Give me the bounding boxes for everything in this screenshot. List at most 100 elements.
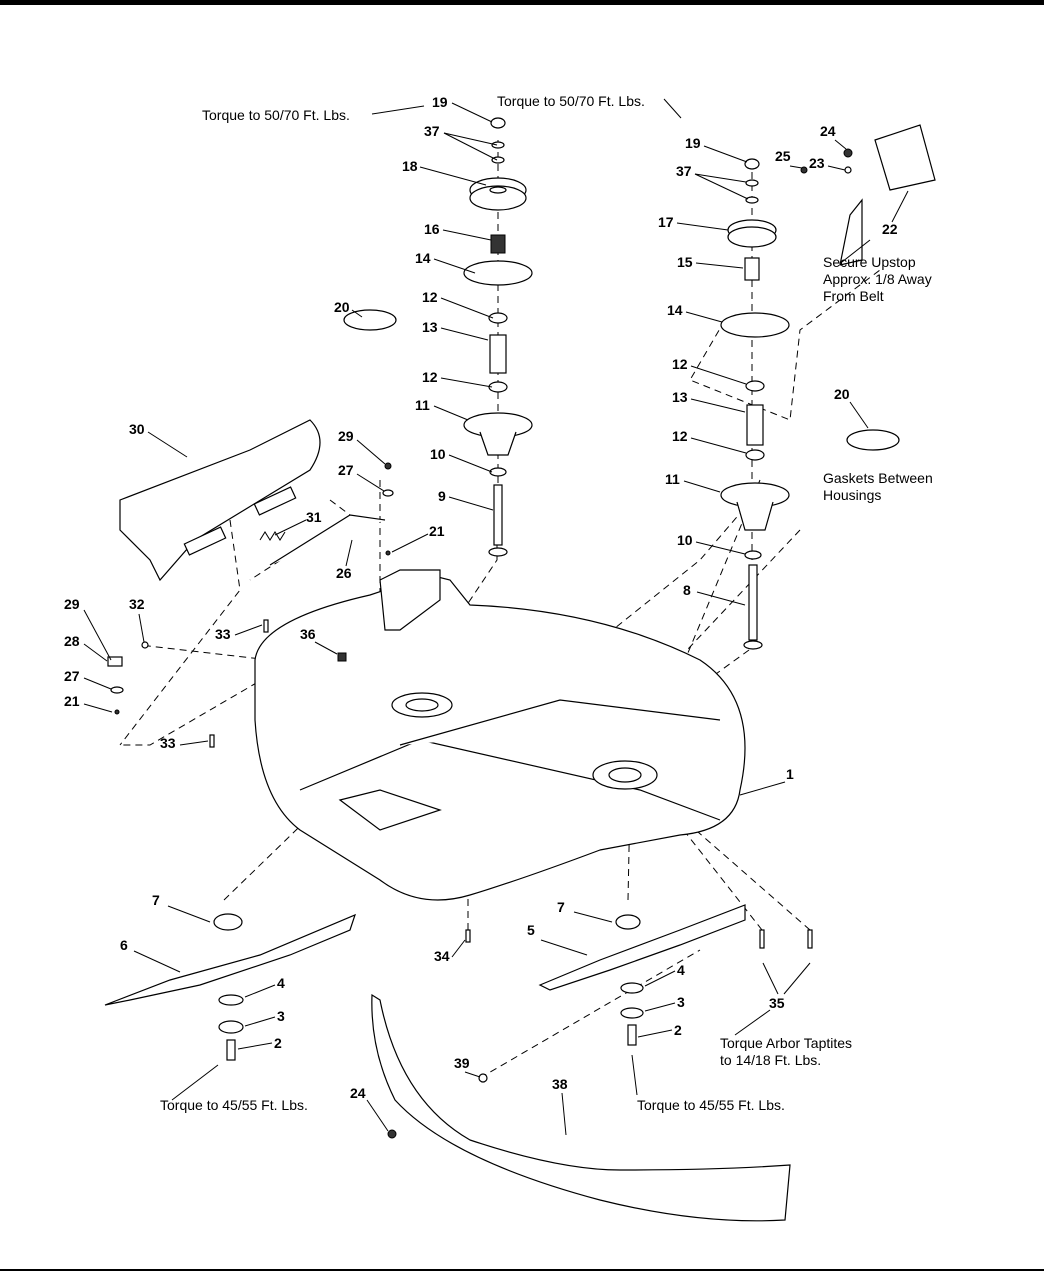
part-callout-12: 12	[672, 428, 688, 444]
footer-rule	[0, 1269, 1044, 1271]
part-callout-23: 23	[809, 155, 825, 171]
leader-line	[147, 431, 188, 458]
part-callout-33: 33	[160, 735, 176, 751]
leader-line	[356, 473, 385, 492]
leader-line	[631, 1054, 638, 1096]
leader-line	[391, 533, 429, 553]
part-callout-21: 21	[64, 693, 80, 709]
part-callout-1: 1	[786, 766, 794, 782]
leader-line	[314, 641, 338, 655]
leader-line	[83, 703, 113, 713]
part-callout-5: 5	[527, 922, 535, 938]
left-blade	[104, 913, 356, 1006]
leader-line	[448, 454, 493, 473]
leader-line	[440, 377, 493, 388]
part-callout-20: 20	[334, 299, 350, 315]
leader-line	[133, 950, 181, 973]
leader-line	[690, 365, 747, 385]
leader-line	[274, 519, 307, 536]
part-callout-19: 19	[685, 135, 701, 151]
note-line: Torque Arbor Taptites	[720, 1035, 852, 1051]
leader-line	[448, 496, 494, 511]
leader-line	[683, 480, 721, 493]
leader-line	[83, 643, 108, 662]
part-callout-10: 10	[430, 446, 446, 462]
leader-line	[703, 145, 748, 163]
part-callout-8: 8	[683, 582, 691, 598]
leader-line	[734, 1009, 771, 1036]
part-callout-3: 3	[677, 994, 685, 1010]
leader-line	[685, 311, 723, 323]
part-callout-24: 24	[820, 123, 836, 139]
leader-line	[179, 740, 209, 746]
leader-line	[573, 911, 613, 923]
leader-line	[695, 262, 744, 269]
leader-line	[891, 190, 909, 223]
note-line: Torque to 45/55 Ft. Lbs.	[637, 1097, 785, 1113]
torque-note-right-pulley: Torque to 50/70 Ft. Lbs.	[497, 93, 645, 109]
part-callout-12: 12	[422, 369, 438, 385]
part-callout-38: 38	[552, 1076, 568, 1092]
right-blade	[538, 904, 746, 991]
leader-line	[443, 132, 498, 161]
leader-line	[690, 398, 746, 413]
blade-torque-note-right: Torque to 45/55 Ft. Lbs.	[637, 1097, 785, 1113]
part-callout-12: 12	[422, 289, 438, 305]
leader-line	[762, 962, 779, 995]
part-callout-32: 32	[129, 596, 145, 612]
leader-line	[834, 139, 847, 150]
note-line: Torque to 45/55 Ft. Lbs.	[160, 1097, 308, 1113]
leader-line	[83, 677, 112, 690]
part-callout-10: 10	[677, 532, 693, 548]
leader-line	[644, 970, 676, 987]
part-callout-33: 33	[215, 626, 231, 642]
part-callout-13: 13	[672, 389, 688, 405]
part-callout-20: 20	[834, 386, 850, 402]
part-callout-21: 21	[429, 523, 445, 539]
leader-line	[841, 239, 871, 263]
note-line: Secure Upstop	[823, 254, 916, 270]
part-callout-35: 35	[769, 995, 785, 1011]
leader-line	[419, 166, 487, 186]
part-callout-2: 2	[274, 1035, 282, 1051]
leader-line	[167, 905, 211, 923]
leader-line	[451, 102, 493, 123]
part-callout-14: 14	[415, 250, 431, 266]
part-callout-7: 7	[557, 899, 565, 915]
leader-line	[690, 437, 747, 454]
part-callout-18: 18	[402, 158, 418, 174]
part-callout-4: 4	[277, 975, 285, 991]
part-callout-14: 14	[667, 302, 683, 318]
torque-note-left-pulley: Torque to 50/70 Ft. Lbs.	[202, 107, 350, 123]
note-line: Housings	[823, 487, 881, 503]
leader-line	[789, 165, 803, 169]
note-line: Approx. 1/8 Away	[823, 271, 932, 287]
part-callout-11: 11	[415, 397, 430, 413]
leader-line	[739, 781, 786, 796]
part-callout-29: 29	[64, 596, 80, 612]
leader-line	[237, 1042, 273, 1050]
leader-line	[783, 962, 811, 995]
parts-drawing	[104, 117, 936, 1222]
part-callout-17: 17	[658, 214, 674, 230]
leader-line	[138, 613, 145, 643]
part-callout-29: 29	[338, 428, 354, 444]
part-callout-39: 39	[454, 1055, 470, 1071]
leader-line	[244, 1016, 276, 1027]
leader-line	[676, 222, 729, 231]
note-line: to 14/18 Ft. Lbs.	[720, 1052, 821, 1068]
leader-line	[234, 624, 263, 636]
deck-housing	[254, 574, 746, 901]
leader-line	[694, 173, 747, 183]
leader-line	[694, 173, 749, 200]
leader-line	[663, 98, 682, 119]
part-callout-12: 12	[672, 356, 688, 372]
part-callout-22: 22	[882, 221, 898, 237]
leader-line	[464, 1071, 481, 1078]
leader-line	[83, 609, 112, 661]
part-callout-34: 34	[434, 948, 450, 964]
